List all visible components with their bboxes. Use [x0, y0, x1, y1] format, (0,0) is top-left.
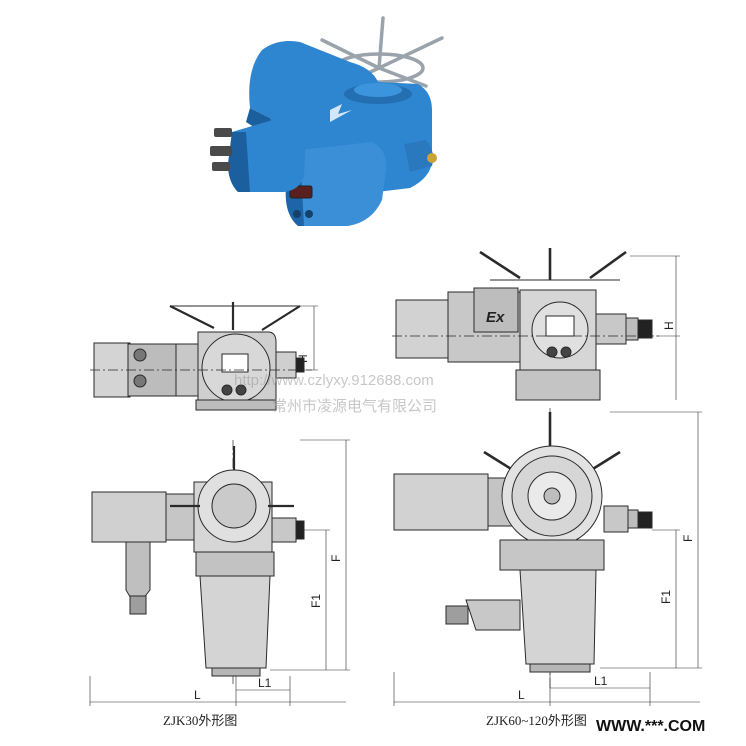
- watermark-company: 常州市凌源电气有限公司: [272, 398, 437, 415]
- drawing-zjk60-120: [392, 248, 702, 706]
- cable-gland-icon: [210, 128, 232, 171]
- drawing-zjk30: [89, 302, 350, 706]
- zjk30-dim-H: H: [296, 354, 310, 363]
- zjk60-dim-F1: F1: [659, 590, 673, 604]
- display-window-icon: [289, 185, 313, 199]
- zjk30-dim-L1: L1: [258, 676, 272, 690]
- zjk30-dim-F: F: [329, 555, 343, 562]
- ex-mark: Ex: [486, 309, 505, 326]
- zjk60-front-view: [393, 408, 702, 706]
- zjk60-dim-L: L: [518, 688, 525, 702]
- watermark-url: http://www.czlyxy.912688.com: [234, 372, 434, 389]
- zjk60-dim-L1: L1: [594, 674, 608, 688]
- zjk30-top-view: [90, 302, 318, 411]
- zjk60-top-view: [392, 248, 680, 401]
- zjk30-front-view: [89, 439, 350, 706]
- zjk60-dim-F: F: [681, 535, 695, 542]
- caption-zjk30: ZJK30外形图: [163, 713, 237, 728]
- zjk30-dim-L: L: [194, 688, 201, 702]
- footer-site: WWW.***.COM: [596, 718, 705, 735]
- zjk30-dim-F1: F1: [309, 594, 323, 608]
- product-photo: [210, 16, 444, 226]
- caption-zjk60-120: ZJK60~120外形图: [486, 713, 587, 728]
- zjk60-dim-H: H: [662, 321, 676, 330]
